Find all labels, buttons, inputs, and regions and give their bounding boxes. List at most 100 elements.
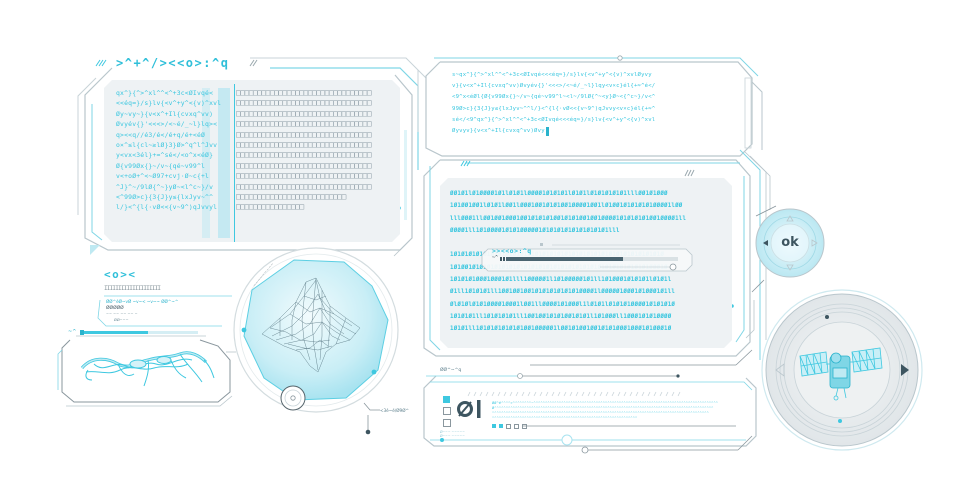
code-progress-start (80, 330, 84, 335)
page-dot[interactable] (514, 424, 519, 429)
box-line: □□□□□□□□□□□□□□□□□□□□□□□□□□□□□□□□ (236, 150, 372, 160)
box-line: □□□□□□□□□□□□□□□□□□□□□□□□□□□□□□□□ (236, 98, 372, 108)
sat-next-icon (901, 364, 909, 376)
glyph-line: l/}<^{l{·vØ<<{v~9^)qJvvyl (116, 203, 218, 212)
glyph-line: v}{v<x^+Il{cvxq^vv)Øvyév{}'<<<>/<~é/_~l}… (452, 83, 656, 90)
page-dot[interactable] (506, 424, 511, 429)
box-line: □□□□□□□□□□□□□□□□□□□□□□□□□□□□□□□□ (236, 108, 372, 118)
text-cursor-divider (234, 84, 235, 242)
satellite-prev-button[interactable] (772, 362, 786, 378)
box-line: □□□□□□□□□□□□□□□□□□□□□□□□□□ (236, 192, 346, 202)
page-dot[interactable] (522, 424, 527, 429)
glyph-line: Øvyév{}'<<<>/<~é/_~l}lq>< (116, 120, 218, 129)
code-progress-label: ~^ (68, 329, 77, 335)
binary-line: 1Ø1Ø1Ø1ØØØ1ØØØ1Ø1lll1ØØØØØ1l1Ø1ØØØØØ1Ø1l… (450, 277, 672, 284)
code-line: ØØ^éØ~vØ ~v~< ~v~~ ØØ^~^ (106, 299, 179, 304)
code-progress-bar (80, 331, 198, 334)
box-line: □□□□□□□□□□□□□□□□□□□□□□□□□□□□□□□□ (236, 140, 372, 150)
console-page-dots (492, 424, 527, 429)
code-panel-title: <o>< (104, 268, 137, 281)
box-line: □□□□□□□□□□□□□□□□□□□□□□□□□□□□□□□□ (236, 119, 372, 129)
decoding-progress-widget: >><<o>:^q ~^ (480, 243, 698, 275)
progress-blocks (500, 257, 505, 261)
console-text-line: ^^^^^^^^^^^^^^^^^^^^^^^^^^^^^^^^^^^^^^^^… (492, 416, 638, 420)
dpad-control[interactable]: Ok (756, 209, 824, 277)
dpad-left-button[interactable] (758, 235, 770, 251)
box-line: □□□□□□□□□□□□□□□□□□□□□□□□□□□□□□□□ (236, 129, 372, 139)
decoding-progress-bar (506, 257, 678, 261)
glyph-line: Øyvyv}{v<x^+Il{cvxq^vv)Øvy (452, 128, 545, 135)
glyph-line: Øy~vy~}{v<x^+Il{cvxq^vv) (116, 109, 214, 118)
undecoded-box-column: □□□□□□□□□□□□□□□□□□□□□□□□□□□□□□□□ □□□□□□□… (236, 88, 398, 213)
satellite-next-button[interactable] (898, 362, 912, 378)
glyph-line: ^J}^~/9lØ{^~}yØ~<l^c~}/v (116, 182, 214, 191)
terrain-coordinate-label: <3é~é/Ø9Ø^ (380, 408, 410, 413)
glyph-line: qx^}{^>^xl^^<^+3c<ØIvqé< (116, 89, 214, 97)
data-decoding-title: >^+^/><<o>:^q (116, 56, 230, 70)
console-checkbox-1[interactable] (443, 396, 450, 403)
glyph-line: v<+oØ+^<~Ø97+cvj·Ø~c{+l (116, 172, 210, 181)
console-footer-line: Ø~~~ ~~~~~ (440, 434, 465, 438)
code-progress-fill (80, 331, 149, 334)
glyph-line: sé</<9^qx^}{^>^xl^^<^+3c<ØIvqé<<<éq≈}/s}… (452, 116, 656, 123)
code-line: ØØ~~~ (114, 318, 129, 322)
box-line: □□□□□□□□□□□□□□□□□□□□□□□□□□□□□□□□ (236, 171, 372, 181)
console-checkbox-3[interactable] (443, 419, 451, 427)
dpad-down-icon (786, 264, 794, 271)
glyph-line: <<éq≈}/s}lv{<v^+y^<{v)^xvl (116, 99, 222, 108)
box-line: □□□□□□□□□□□□□□□□□□□□□□□□□□□□□□□□ (236, 181, 372, 191)
barcode: IIIIIIIIIIIIIIIIIIII (104, 285, 161, 292)
console-checkbox-2[interactable] (443, 407, 451, 415)
glyph-line: y<vx<3él}+≈^sé</<o^x<éØ} (116, 151, 214, 160)
binary-line: lllØØØ1llØØ1ØØ1ØØØ1ØØ1Ø1Ø1Ø1ØØ1Ø1Ø1ØØ1ØØ… (450, 215, 687, 222)
dpad-right-button[interactable] (810, 235, 822, 251)
terrain-lens-control[interactable] (281, 386, 305, 410)
glyph-line: <^99Ø>c}{3{J}y≤{lxJyv~^^ (116, 193, 214, 202)
data-decoding-panel: qx^}{^>^xl^^<^+3c<ØIvqé< <<éq≈}/s}lv{<v^… (104, 80, 400, 242)
terrain-mesh (261, 277, 361, 373)
binary-line: 1Ø1Ø1Ø1ll1Ø1Ø1Ø1Ø1ll1ØØ1ØØ1Ø1Ø1ØØ1Ø1Ø1l1… (450, 313, 672, 320)
highlight-column (218, 88, 230, 238)
glyph-line: o×^≤l{cl~≥lØ}3}Ø>^q^l^Jvv (116, 141, 218, 150)
console-logo (456, 398, 484, 420)
target-logo-icon (457, 400, 481, 418)
dpad-up-icon (786, 215, 794, 222)
specimen-icon (80, 351, 215, 387)
console-text-line: Ø^^^^^^^^^^^^^^^^^^^^^^^^^^^^^^^^^^^^^^^… (492, 406, 714, 410)
console-header-label: ØØ^~^q (440, 368, 462, 373)
box-line: □□□□□□□□□□□□□□□□□□□□□□□□□□□□□□□□ (236, 88, 372, 97)
satellite-icon (799, 347, 883, 401)
top-right-text-panel: s~qx^}{^>^xl^^<^+3c<ØIvqé<<<éq≈}/s}lv{<v… (452, 70, 732, 150)
glyph-line: 99Ø>c}{3{J}y≤{lxJyv~^^l/}<^{l{·vØ<<{v~9^… (452, 105, 656, 112)
glyph-line: <9^x<éØl{Ø{v99Øx{}~/v~{qé~v99^l~<l~/9lØ{… (452, 94, 656, 101)
glyph-line: Ø{v99Øx{}~/v~{qé~v99^l (116, 161, 206, 170)
page-dot-active[interactable] (492, 424, 496, 428)
binary-line: ØØ1Ø1lØ1ØØØØ1Ø1lØ1Ø1lØØØØ1Ø1Ø1Ø1lØ1Ø1lØ1… (450, 191, 668, 197)
highlight-column (202, 88, 210, 238)
sat-prev-icon (775, 363, 785, 377)
glyph-line: q><<q//é3/é</é+q/é+<éØ (116, 130, 206, 139)
console-checkbox-list (443, 396, 451, 427)
text-cursor (545, 127, 549, 137)
console-footer-line: Ø~~~ ~~~~~ (440, 430, 465, 434)
box-line: □□□□□□□□□□□□□□□□□□□□□□□□□□□□□□□□ (236, 160, 372, 170)
binary-line: ØlØ1ØlØ1Ø1ØØØØ1ØØØ1lØØ1llØØØØ1Ø1ØØØl1lØ1… (450, 301, 676, 308)
page-dot-active[interactable] (499, 424, 503, 428)
console-text-line: ØØ^é^^^^>^^^^^^^^~^^^^^^^^^^^^^^^^^^^^^^… (492, 401, 719, 405)
code-line: ØØØØØ (106, 306, 124, 311)
binary-line: Ø1ll1Ø1Ø1Ø1ll1ØØ1ØØ1ØØ1Ø1Ø1Ø1Ø1Ø1Ø1ØØØØ1… (450, 289, 676, 296)
code-line: ~~ ~~ ~~ ~~ ~ (106, 312, 138, 316)
binary-line: 1Ø1ØØ1ØØ1lØ1Ø1lØØ1lØØØ1ØØ1Ø1Ø1ØØ1ØØØØ1ØØ… (450, 203, 683, 210)
dpad-down-button[interactable] (782, 263, 798, 275)
binary-line: 1Ø1Ø1ll1Ø1Ø1Ø1Ø1Ø1Ø1ØØ1ØØØØØ1lØØ1Ø1ØØ1ØØ… (450, 326, 672, 333)
decoding-progress-fill (506, 257, 623, 261)
dpad-left-icon (763, 240, 768, 246)
dpad-up-button[interactable] (782, 211, 798, 223)
progress-widget-label: >><<o>:^q (492, 247, 532, 255)
data-decoding-panel-bg (104, 80, 400, 242)
glyph-line: s~qx^}{^>^xl^^<^+3c<ØIvqé<<<éq≈}/s}lv{<v… (452, 72, 652, 78)
ok-button[interactable]: Ok (781, 235, 799, 250)
console-text-line: ^^^^^^^^^^^^^^^^^^^^^^^^^^^^^^^^^^^^^^^^… (492, 411, 709, 415)
satellite-scope (764, 292, 920, 448)
